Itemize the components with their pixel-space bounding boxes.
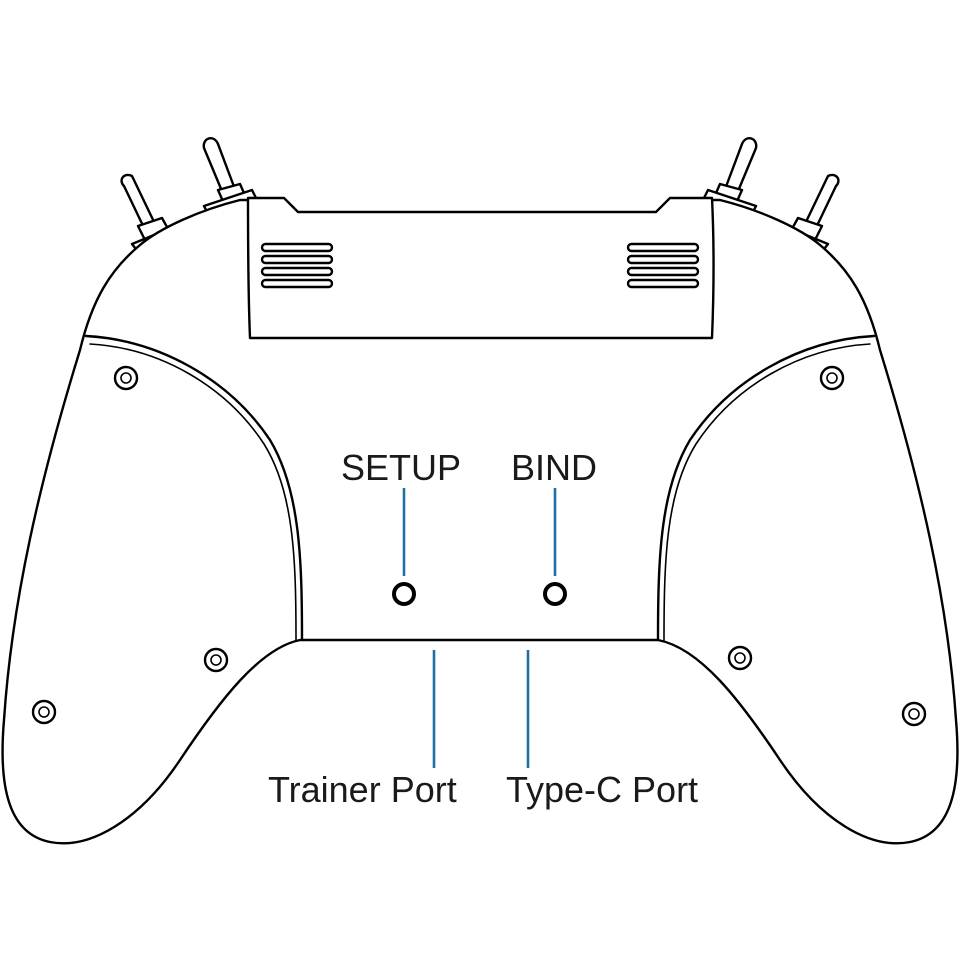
vent-grille-left-icon (260, 242, 334, 289)
right-grip-seam-inner (663, 343, 871, 641)
screw-icon (31, 699, 57, 725)
setup-button[interactable] (392, 582, 416, 606)
screw-icon (113, 365, 139, 391)
right-grip-seam (656, 334, 876, 642)
setup-label: SETUP (341, 447, 462, 488)
screw-icon (901, 701, 927, 727)
screw-icon (727, 645, 753, 671)
trainer-port-label: Trainer Port (268, 769, 457, 810)
battery-cover (246, 196, 715, 340)
screw-icon (203, 647, 229, 673)
bind-button[interactable] (543, 582, 567, 606)
left-grip-seam (84, 334, 304, 642)
bind-label: BIND (511, 447, 598, 488)
screw-icon (819, 365, 845, 391)
left-grip-seam-inner (89, 343, 297, 641)
typec-port-label: Type-C Port (506, 769, 699, 810)
vent-grille-right-icon (626, 242, 700, 289)
